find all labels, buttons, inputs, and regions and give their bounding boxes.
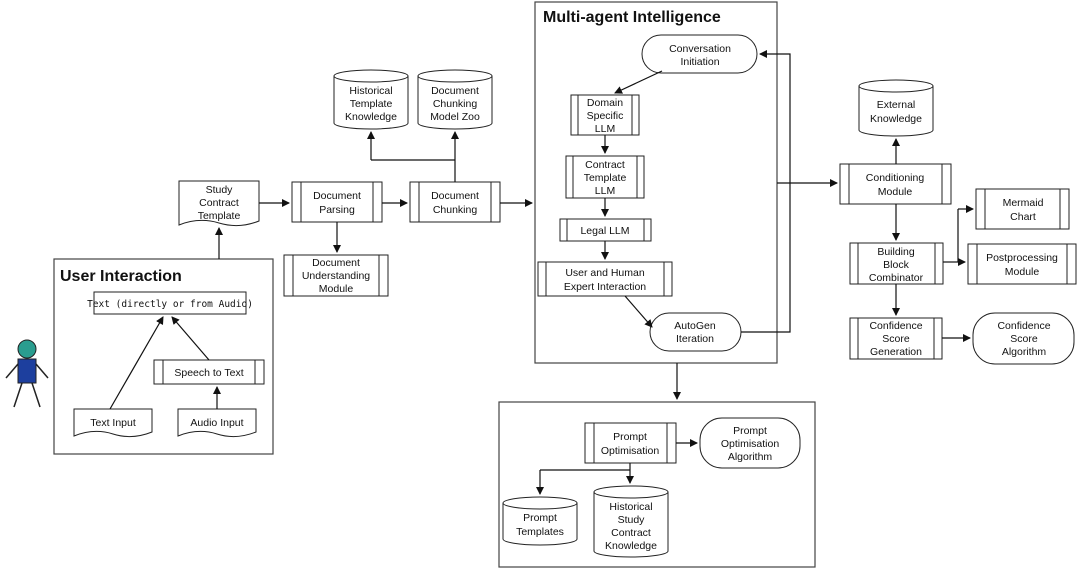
legal-llm-node: Legal LLM: [559, 218, 652, 242]
conversation-initiation-label-2: Initiation: [680, 56, 719, 68]
prompt-optimisation-label-2: Optimisation: [601, 445, 660, 457]
historical-study-contract-knowledge-db: Historical Study Contract Knowledge: [593, 485, 669, 558]
domain-specific-llm-node: Domain Specific LLM: [570, 94, 640, 136]
conditioning-module-label-1: Conditioning: [866, 172, 925, 184]
prompt-optimisation-node: Prompt Optimisation: [584, 422, 677, 464]
legal-llm-label: Legal LLM: [580, 225, 629, 237]
study-contract-template-node: Study Contract Template: [178, 180, 260, 227]
confidence-score-generation-label-1: Confidence: [869, 320, 922, 332]
prompt-templates-db: Prompt Templates: [502, 496, 578, 546]
arrow-textinput-to-textbox: [109, 316, 164, 410]
document-chunking-node: Document Chunking: [409, 181, 501, 223]
confidence-score-generation-node: Confidence Score Generation: [849, 317, 943, 360]
text-box-label: Text (directly or from Audio): [87, 299, 253, 310]
domain-specific-llm-label-2: Specific: [587, 110, 624, 122]
text-input-node: Text Input: [73, 408, 153, 438]
autogen-iteration-label-2: Iteration: [676, 333, 714, 345]
document-chunking-label-1: Document: [431, 190, 479, 202]
mermaid-chart-label-2: Chart: [1010, 211, 1036, 223]
historical-template-knowledge-db: Historical Template Knowledge: [333, 69, 409, 130]
user-interaction-title: User Interaction: [60, 268, 182, 285]
historical-template-knowledge-label-2: Template: [350, 98, 393, 110]
postprocessing-module-label-1: Postprocessing: [986, 252, 1058, 264]
document-understanding-label-3: Module: [319, 283, 354, 295]
conditioning-module-node: Conditioning Module: [839, 163, 952, 205]
contract-template-llm-label-1: Contract: [585, 159, 625, 171]
prompt-optimisation-algorithm-node: Prompt Optimisation Algorithm: [699, 417, 801, 469]
text-input-label: Text Input: [90, 417, 136, 429]
historical-study-contract-knowledge-label-2: Study: [618, 514, 646, 526]
study-contract-template-label-1: Study: [206, 184, 234, 196]
user-human-expert-node: User and Human Expert Interaction: [537, 261, 673, 297]
chunking-model-zoo-label-3: Model Zoo: [430, 111, 480, 123]
conditioning-module-label-2: Module: [878, 186, 913, 198]
confidence-score-algorithm-label-1: Confidence: [997, 320, 1050, 332]
arrow-userexpert-to-autogen: [624, 295, 653, 328]
confidence-score-algorithm-label-2: Score: [1010, 333, 1038, 345]
building-block-combinator-label-1: Building: [877, 246, 915, 258]
study-contract-template-label-3: Template: [198, 210, 241, 222]
chunking-model-zoo-label-1: Document: [431, 85, 479, 97]
chunking-model-zoo-label-2: Chunking: [433, 98, 478, 110]
historical-template-knowledge-label-1: Historical: [349, 85, 392, 97]
arrow-speech-to-textbox: [171, 316, 210, 361]
contract-template-llm-label-2: Template: [584, 172, 627, 184]
building-block-combinator-label-2: Block: [883, 259, 909, 271]
study-contract-template-label-2: Contract: [199, 197, 239, 209]
document-parsing-label-1: Document: [313, 190, 361, 202]
prompt-optimisation-algorithm-label-3: Algorithm: [728, 451, 773, 463]
prompt-optimisation-algorithm-label-2: Optimisation: [721, 438, 780, 450]
historical-study-contract-knowledge-label-4: Knowledge: [605, 540, 657, 552]
document-understanding-label-1: Document: [312, 257, 360, 269]
confidence-score-generation-label-2: Score: [882, 333, 910, 345]
historical-study-contract-knowledge-label-3: Contract: [611, 527, 651, 539]
historical-template-knowledge-label-3: Knowledge: [345, 111, 397, 123]
external-knowledge-label-2: Knowledge: [870, 113, 922, 125]
prompt-optimisation-algorithm-label-1: Prompt: [733, 425, 767, 437]
external-knowledge-label-1: External: [877, 99, 916, 111]
mermaid-chart-node: Mermaid Chart: [975, 188, 1070, 230]
building-block-combinator-label-3: Combinator: [869, 272, 924, 284]
document-understanding-label-2: Understanding: [302, 270, 370, 282]
arrow-autogen-loop: [741, 50, 791, 333]
user-human-expert-label-2: Expert Interaction: [564, 281, 646, 293]
external-knowledge-db: External Knowledge: [858, 79, 934, 137]
document-parsing-label-2: Parsing: [319, 204, 355, 216]
confidence-score-generation-label-3: Generation: [870, 346, 922, 358]
conversation-initiation-node: Conversation Initiation: [641, 34, 758, 74]
text-box-node: Text (directly or from Audio): [87, 291, 253, 315]
contract-template-llm-label-3: LLM: [595, 185, 615, 197]
autogen-iteration-node: AutoGen Iteration: [649, 312, 742, 352]
document-chunking-label-2: Chunking: [433, 204, 478, 216]
prompt-templates-label-1: Prompt: [523, 512, 557, 524]
document-understanding-node: Document Understanding Module: [283, 254, 389, 297]
audio-input-node: Audio Input: [177, 408, 257, 438]
user-human-expert-label-1: User and Human: [565, 267, 645, 279]
confidence-score-algorithm-label-3: Algorithm: [1002, 346, 1047, 358]
postprocessing-module-label-2: Module: [1005, 266, 1040, 278]
postprocessing-module-node: Postprocessing Module: [967, 243, 1077, 285]
arrow-conversation-to-domain: [614, 70, 663, 94]
domain-specific-llm-label-1: Domain: [587, 97, 623, 109]
audio-input-label: Audio Input: [190, 417, 243, 429]
mermaid-chart-label-1: Mermaid: [1003, 197, 1044, 209]
chunking-model-zoo-db: Document Chunking Model Zoo: [417, 69, 493, 130]
user-person-icon: [5, 339, 49, 408]
prompt-templates-label-2: Templates: [516, 526, 564, 538]
prompt-optimisation-label-1: Prompt: [613, 431, 647, 443]
historical-study-contract-knowledge-label-1: Historical: [609, 501, 652, 513]
document-parsing-node: Document Parsing: [291, 181, 383, 223]
speech-to-text-node: Speech to Text: [153, 359, 265, 385]
multi-agent-title: Multi-agent Intelligence: [543, 9, 721, 26]
conversation-initiation-label-1: Conversation: [669, 43, 731, 55]
connectors: [109, 50, 974, 495]
building-block-combinator-node: Building Block Combinator: [849, 242, 944, 285]
speech-to-text-label: Speech to Text: [174, 367, 243, 379]
confidence-score-algorithm-node: Confidence Score Algorithm: [972, 312, 1075, 365]
autogen-iteration-label-1: AutoGen: [674, 320, 716, 332]
domain-specific-llm-label-3: LLM: [595, 123, 615, 135]
contract-template-llm-node: Contract Template LLM: [565, 155, 645, 199]
